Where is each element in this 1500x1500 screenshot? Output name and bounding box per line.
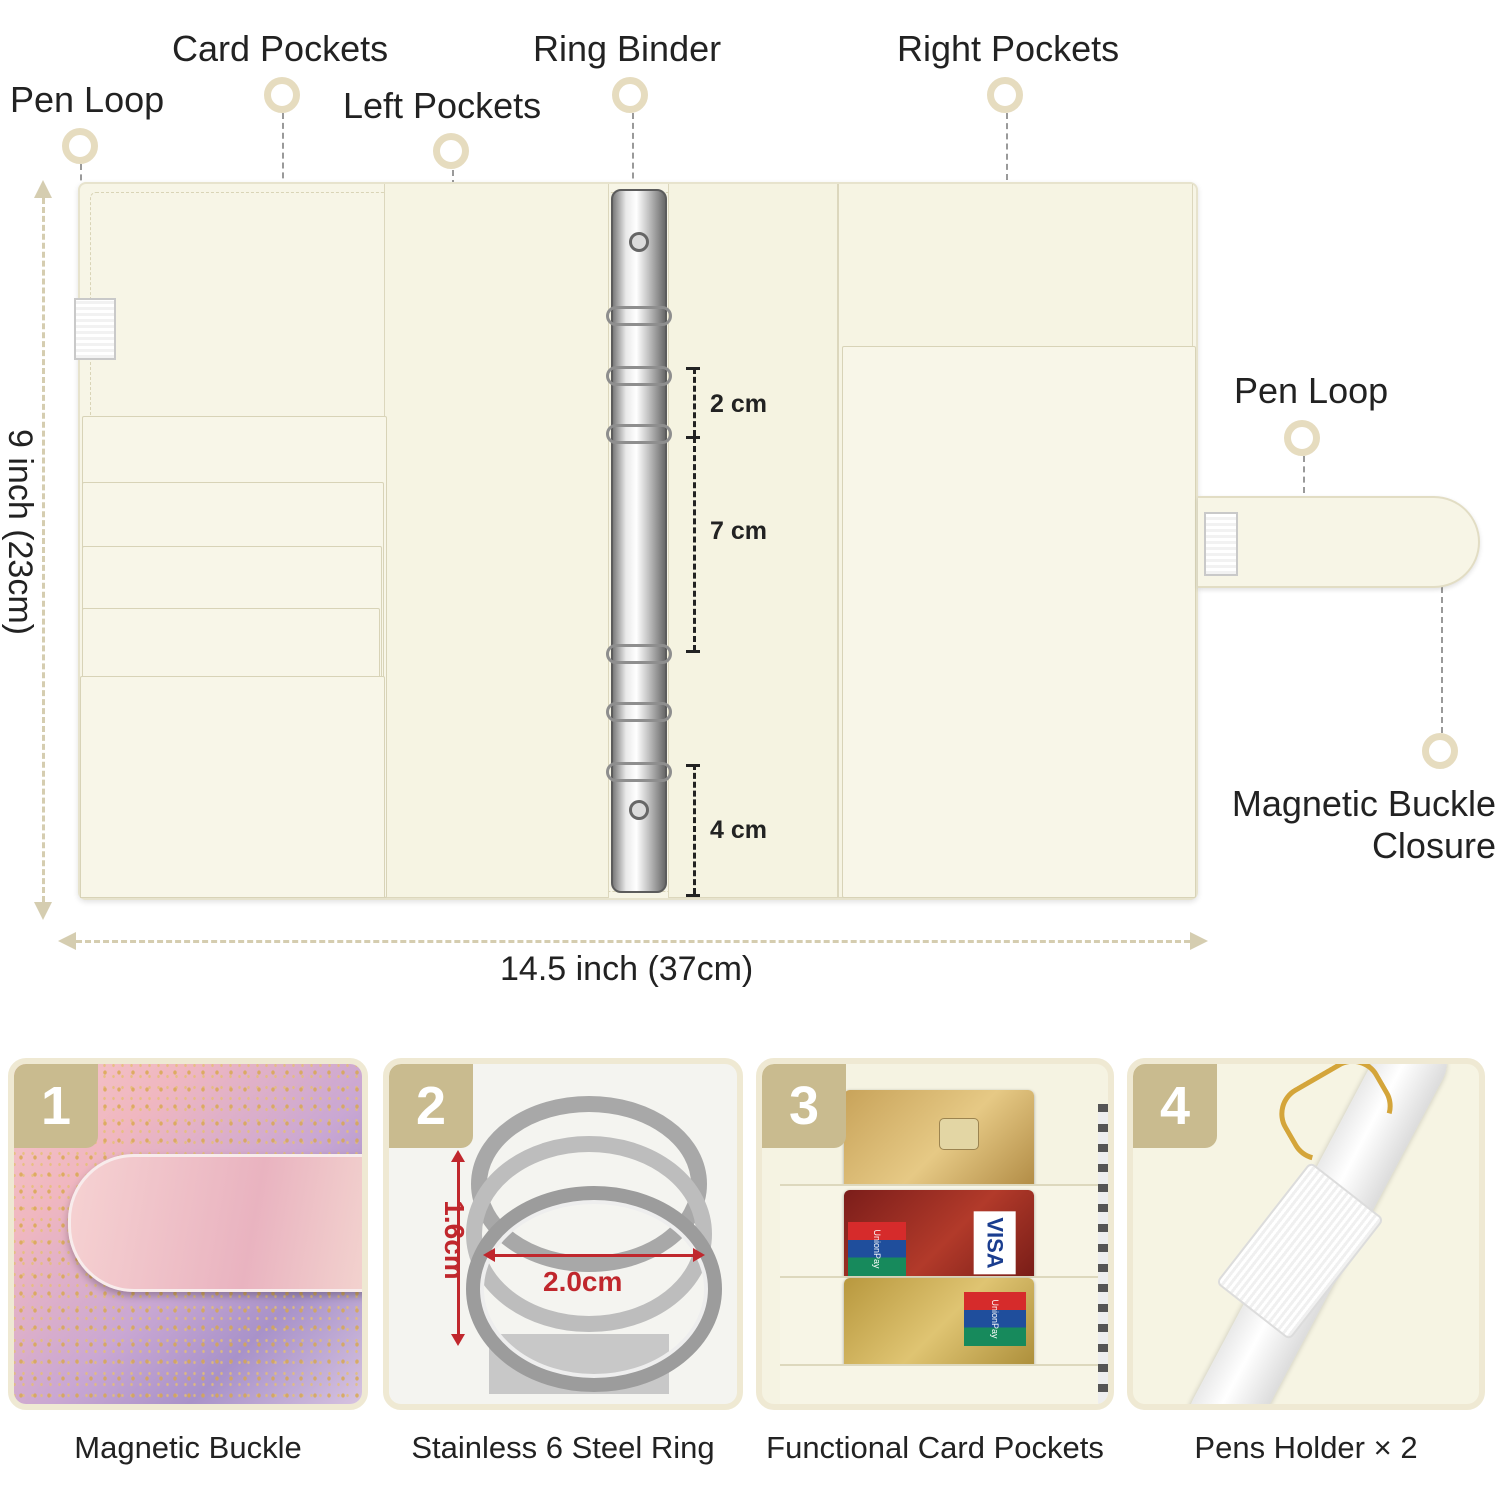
ring-gap-label-3: 4 cm xyxy=(710,816,767,844)
ring-6 xyxy=(606,762,672,782)
marker-right-pockets xyxy=(987,77,1023,113)
pen-loop-left[interactable] xyxy=(74,298,116,360)
height-arrow-bottom xyxy=(34,902,52,920)
left-pocket-panel xyxy=(384,184,609,898)
ring-width-arrow-left xyxy=(483,1248,495,1262)
ring-height-arrow-bottom xyxy=(451,1334,465,1346)
leader-ring-binder xyxy=(632,113,634,238)
spine-panel xyxy=(668,184,838,898)
chip-icon xyxy=(939,1118,979,1150)
ring-5 xyxy=(606,702,672,722)
ring-4 xyxy=(606,644,672,664)
ring-gap-tick-5 xyxy=(686,894,700,897)
marker-ring-binder xyxy=(612,77,648,113)
callout-ring-binder: Ring Binder xyxy=(533,28,722,69)
ring-width-label: 2.0cm xyxy=(543,1266,623,1297)
notebook-edge xyxy=(1098,1104,1108,1404)
visa-logo: VISA xyxy=(973,1211,1016,1275)
width-arrow-left xyxy=(58,932,76,950)
ring-gap-label-1: 2 cm xyxy=(710,390,767,418)
feature-tile-card-pockets: 3 VISA UnionPay UnionPay xyxy=(756,1058,1114,1410)
ring-1 xyxy=(606,306,672,326)
callout-magnetic-line2: Closure xyxy=(1371,825,1496,866)
callout-right-pockets: Right Pockets xyxy=(897,28,1120,69)
ring-gap-label-2: 7 cm xyxy=(710,517,767,545)
ring-gap-line-1 xyxy=(693,368,696,436)
ring-height-arrow-top xyxy=(451,1150,465,1162)
feature-tile-steel-ring: 2 1.6cm 2.0cm xyxy=(383,1058,743,1410)
ring-width-arrow-right xyxy=(693,1248,705,1262)
callout-magnetic-line1: Magnetic Buckle xyxy=(1231,783,1496,824)
feature-caption-2: Stainless 6 Steel Ring xyxy=(411,1430,715,1465)
width-arrow-right xyxy=(1190,932,1208,950)
rivet-bottom xyxy=(629,800,649,820)
width-dimension-line xyxy=(76,940,1190,943)
buckle-strap-image xyxy=(68,1154,362,1292)
feature-caption-3: Functional Card Pockets xyxy=(766,1430,1104,1465)
ring-gap-line-3 xyxy=(693,764,696,894)
ring-height-line xyxy=(457,1156,460,1336)
magnetic-strap[interactable] xyxy=(1198,496,1480,588)
feature-tile-magnetic-buckle: 1 xyxy=(8,1058,368,1410)
unionpay-logo-2: UnionPay xyxy=(964,1292,1026,1346)
feature-caption-4: Pens Holder × 2 xyxy=(1194,1430,1418,1465)
callout-pen-loop-right: Pen Loop xyxy=(1234,370,1389,411)
pocket-slot-c xyxy=(780,1364,1108,1404)
ring-gap-tick-1 xyxy=(686,367,700,370)
feature-caption-1: Magnetic Buckle xyxy=(74,1430,302,1465)
height-label: 9 inch (23cm) xyxy=(1,429,39,635)
feature-badge-2: 2 xyxy=(389,1064,473,1148)
height-dimension-line xyxy=(42,198,45,902)
ring-width-line xyxy=(493,1254,693,1257)
marker-magnetic xyxy=(1422,733,1458,769)
feature-badge-4: 4 xyxy=(1133,1064,1217,1148)
leader-magnetic xyxy=(1441,557,1443,733)
marker-pen-loop-left xyxy=(62,128,98,164)
ring-height-label: 1.6cm xyxy=(439,1200,470,1280)
ring-2 xyxy=(606,366,672,386)
card-gold-bottom: UnionPay xyxy=(844,1278,1034,1378)
pen-loop-right[interactable] xyxy=(1204,512,1238,576)
ring-gap-tick-4 xyxy=(686,764,700,767)
ring-binder-spine xyxy=(611,189,667,893)
width-label: 14.5 inch (37cm) xyxy=(500,950,754,988)
feature-badge-1: 1 xyxy=(14,1064,98,1148)
right-pocket xyxy=(842,346,1196,898)
callout-pen-loop-left: Pen Loop xyxy=(10,79,165,120)
feature-tile-pens-holder: 4 xyxy=(1127,1058,1485,1410)
steel-ring-image xyxy=(466,1096,722,1394)
callout-card-pockets: Card Pockets xyxy=(172,28,389,69)
ring-3 xyxy=(606,424,672,444)
feature-badge-3: 3 xyxy=(762,1064,846,1148)
unionpay-logo-1: UnionPay xyxy=(848,1222,906,1276)
rivet-top xyxy=(629,232,649,252)
ring-gap-tick-3 xyxy=(686,650,700,653)
callout-left-pockets: Left Pockets xyxy=(343,85,542,126)
large-pocket xyxy=(80,676,385,898)
marker-pen-loop-right xyxy=(1284,420,1320,456)
height-arrow-top xyxy=(34,180,52,198)
marker-left-pockets xyxy=(433,133,469,169)
marker-card-pockets xyxy=(264,77,300,113)
ring-gap-line-2 xyxy=(693,437,696,651)
